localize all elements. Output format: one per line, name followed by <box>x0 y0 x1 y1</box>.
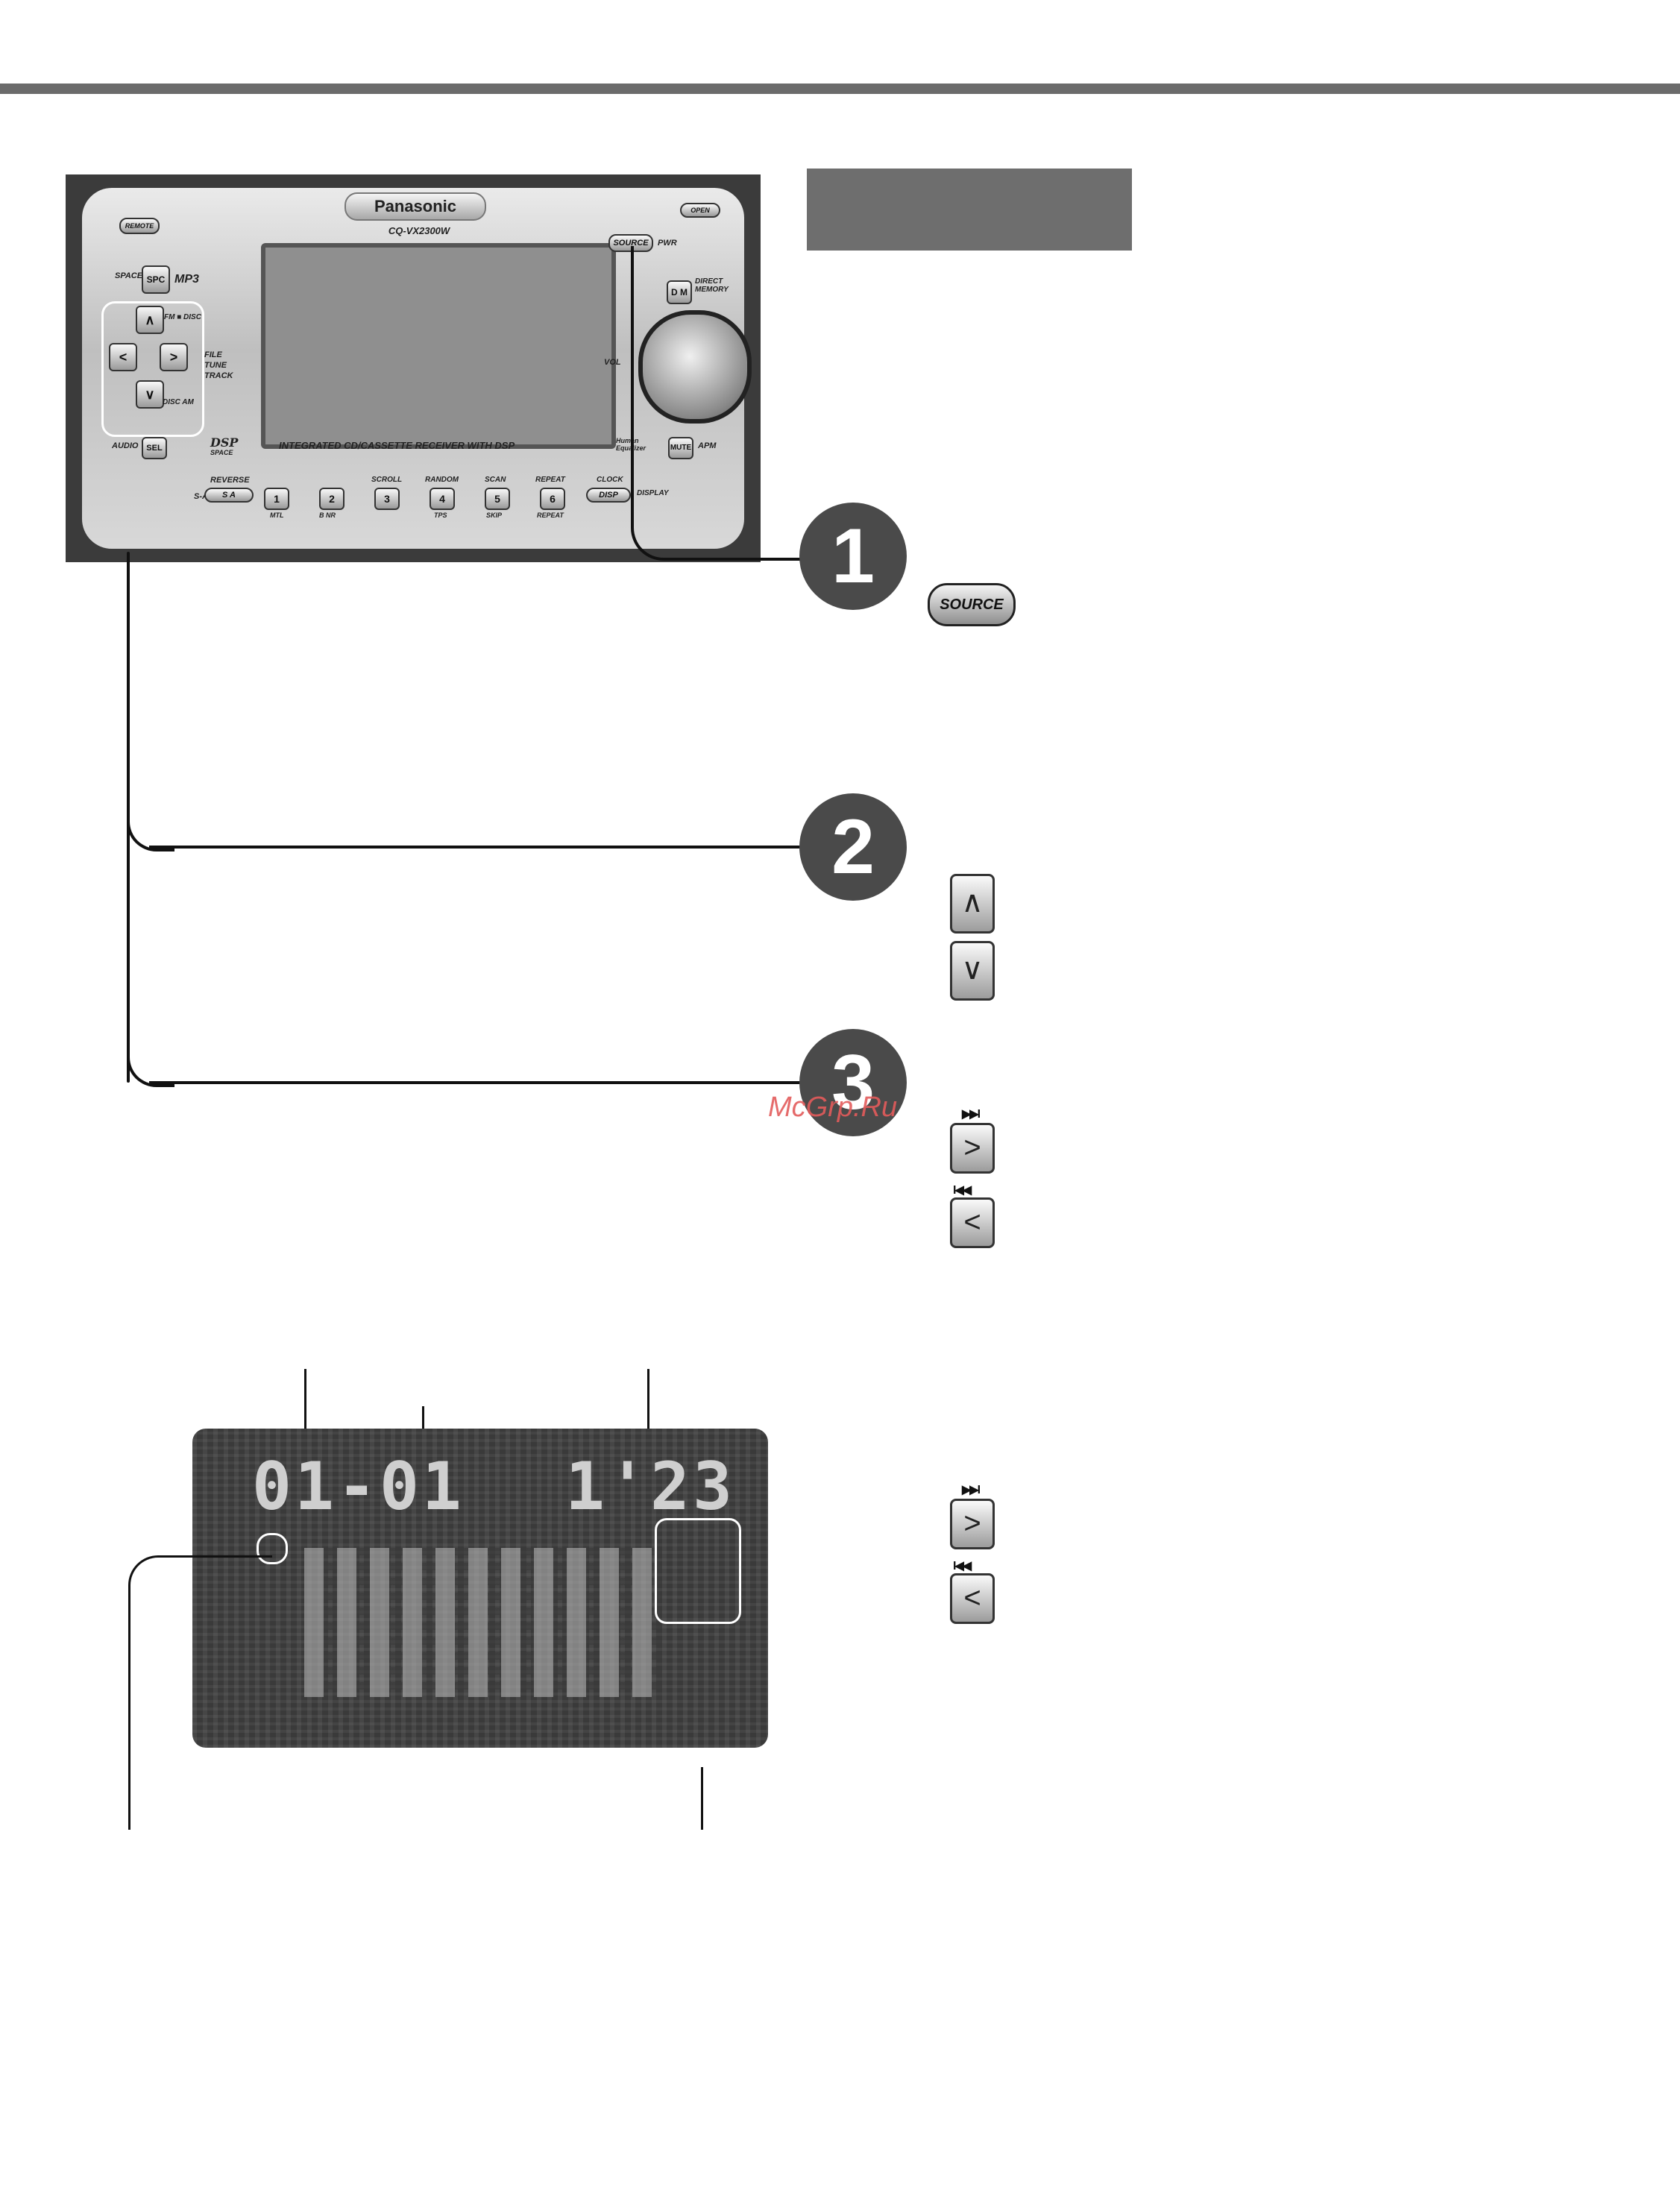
lcd-callout-track <box>304 1369 306 1478</box>
preset-5-top: SCAN <box>485 476 506 484</box>
callout-corner-2 <box>127 801 174 851</box>
brand-logo: Panasonic <box>345 192 486 221</box>
step-3-circle: 3 <box>799 1029 907 1136</box>
disc-am-label: DISC AM <box>163 398 194 406</box>
vol-label: VOL <box>604 358 621 367</box>
lcd-display: 01-01 1'23 <box>192 1429 768 1748</box>
up-button[interactable]: ∧ <box>136 306 164 334</box>
right-button[interactable]: > <box>160 343 188 371</box>
top-rule <box>0 84 1680 94</box>
dm-button[interactable]: D M <box>667 280 692 304</box>
lcd-spectrum-bars <box>304 1548 662 1697</box>
preset-3[interactable]: 3 <box>374 488 400 510</box>
lcd-elapsed-time: 1'23 <box>565 1448 735 1525</box>
disp-button[interactable]: DISP <box>586 488 631 503</box>
integrated-label: INTEGRATED CD/CASSETTE RECEIVER WITH DSP <box>279 440 515 451</box>
tune-label: TUNE <box>204 361 227 370</box>
callout-corner-3 <box>127 1036 174 1087</box>
preset-6-top: REPEAT <box>535 476 565 484</box>
preset-3-top: SCROLL <box>371 476 403 484</box>
lcd-callout-right-line <box>701 1767 703 1830</box>
right-arrow-icon: > <box>950 1123 995 1174</box>
next-track-icon-2: ▶▶I <box>962 1484 981 1496</box>
down-arrow-icon: ∨ <box>950 941 995 1001</box>
clock-label: CLOCK <box>597 476 623 484</box>
watermark: McGrp.Ru <box>768 1092 898 1123</box>
step-1-circle: 1 <box>799 503 907 610</box>
reverse-label: REVERSE <box>210 476 250 485</box>
sa-button[interactable]: S A <box>204 488 254 503</box>
preset-2-sub: B NR <box>319 511 336 519</box>
preset-2[interactable]: 2 <box>319 488 345 510</box>
preset-6[interactable]: 6 <box>540 488 565 510</box>
preset-1-sub: MTL <box>270 511 284 519</box>
lcd-callout-left-corner <box>128 1555 272 1602</box>
callout-corner-1 <box>631 504 813 561</box>
left-arrow-icon: < <box>950 1197 995 1248</box>
callout-line-3 <box>149 1081 805 1084</box>
preset-1[interactable]: 1 <box>264 488 289 510</box>
step-2-circle: 2 <box>799 793 907 901</box>
apm-label: APM <box>698 441 717 450</box>
open-button[interactable]: OPEN <box>680 203 720 218</box>
volume-knob[interactable] <box>638 310 752 424</box>
next-track-icon: ▶▶I <box>962 1108 981 1121</box>
up-arrow-icon: ∧ <box>950 874 995 934</box>
prev-track-icon: I◀◀ <box>953 1184 972 1197</box>
fm-disc-label: FM ■ DISC <box>164 313 201 321</box>
human-eq-label: Human Equalizer <box>616 437 646 452</box>
preset-6-sub: REPEAT <box>537 511 564 519</box>
direct-memory-label: DIRECT MEMORY <box>695 277 729 294</box>
sel-button[interactable]: SEL <box>142 437 167 459</box>
callout-line-2 <box>149 846 805 849</box>
mp3-label: MP3 <box>174 273 199 286</box>
audio-label: AUDIO <box>112 441 139 450</box>
callout-line-1-vertical <box>631 246 634 514</box>
preset-4[interactable]: 4 <box>430 488 455 510</box>
unit-screen <box>261 243 616 449</box>
lcd-indicator-highlight <box>257 1533 288 1564</box>
track-label: TRACK <box>204 371 233 380</box>
preset-4-top: RANDOM <box>425 476 459 484</box>
mute-button[interactable]: MUTE <box>668 437 693 459</box>
space-label: SPACE <box>115 271 143 280</box>
right-arrow-icon-2: > <box>950 1499 995 1549</box>
section-header-box <box>807 169 1132 251</box>
spc-button[interactable]: SPC <box>142 265 170 294</box>
dsp-logo: DSP <box>210 435 239 450</box>
space-small-label: SPACE <box>210 449 233 456</box>
source-button-icon: SOURCE <box>928 583 1016 626</box>
preset-5[interactable]: 5 <box>485 488 510 510</box>
lcd-mode-highlight <box>655 1518 741 1624</box>
left-arrow-icon-2: < <box>950 1573 995 1624</box>
file-label: FILE <box>204 350 222 359</box>
display-label: DISPLAY <box>637 489 669 497</box>
lcd-callout-left-line <box>128 1596 130 1830</box>
lcd-track-number: 01-01 <box>252 1448 465 1525</box>
down-button[interactable]: ∨ <box>136 380 164 409</box>
left-button[interactable]: < <box>109 343 137 371</box>
preset-5-sub: SKIP <box>486 511 503 519</box>
remote-sensor: REMOTE <box>119 218 160 234</box>
prev-track-icon-2: I◀◀ <box>953 1560 972 1572</box>
faceplate: Panasonic CQ-VX2300W REMOTE OPEN SPACE S… <box>82 188 752 549</box>
lcd-callout-time <box>647 1369 649 1478</box>
dpad-highlight <box>101 301 204 437</box>
preset-4-sub: TPS <box>434 511 447 519</box>
head-unit-illustration: Panasonic CQ-VX2300W REMOTE OPEN SPACE S… <box>66 174 761 562</box>
model-label: CQ-VX2300W <box>388 225 450 236</box>
pwr-label: PWR <box>658 239 677 248</box>
